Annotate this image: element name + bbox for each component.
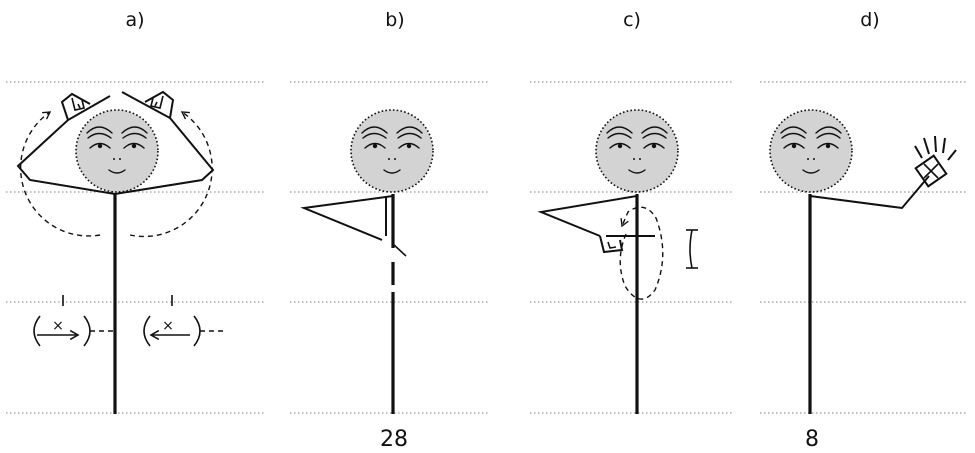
panel-c-arm bbox=[537, 195, 638, 237]
panel-b-arm bbox=[300, 195, 394, 241]
panel-c-elliptical-path bbox=[619, 206, 664, 300]
panel-a-left-movement-symbol: × bbox=[33, 315, 115, 347]
panel-a-left-hand-icon bbox=[60, 92, 91, 121]
panel-a-right-hand-icon bbox=[144, 90, 175, 119]
panel-a-right-movement-symbol: × bbox=[143, 315, 225, 347]
panel-a-right-circular-path bbox=[129, 111, 213, 238]
panel-a-face bbox=[75, 109, 159, 193]
panel-c-repeat-bracket bbox=[686, 229, 698, 269]
panel-b-label: b) bbox=[385, 9, 404, 31]
panel-c: c) bbox=[530, 9, 732, 414]
panel-d-arm bbox=[809, 175, 930, 210]
panel-a-left-circular-path bbox=[19, 111, 101, 237]
panel-b-face bbox=[350, 109, 434, 193]
panel-b-number: 28 bbox=[380, 427, 408, 452]
panel-d-number: 8 bbox=[805, 427, 819, 452]
panel-a-right-x-mark: × bbox=[162, 318, 174, 334]
panel-c-guides bbox=[530, 81, 732, 414]
panel-c-hand-icon bbox=[599, 235, 624, 254]
panel-a-left-arm bbox=[16, 95, 116, 195]
panel-a-right-arm bbox=[114, 91, 215, 195]
panel-c-face bbox=[595, 109, 679, 193]
panel-b-guides bbox=[290, 81, 490, 414]
panel-d-label: d) bbox=[860, 9, 879, 31]
panel-d-face bbox=[769, 109, 853, 193]
panel-a-left-x-mark: × bbox=[52, 318, 64, 334]
panel-a: a) × bbox=[6, 9, 264, 414]
panel-d-guides bbox=[760, 81, 968, 414]
panel-d-hand-icon bbox=[914, 135, 957, 188]
panel-c-label: c) bbox=[623, 9, 641, 31]
panel-a-guides bbox=[6, 81, 264, 414]
panel-b: b) 28 bbox=[290, 9, 490, 452]
panel-d: d) 8 bbox=[760, 9, 968, 452]
panel-a-label: a) bbox=[125, 9, 144, 31]
